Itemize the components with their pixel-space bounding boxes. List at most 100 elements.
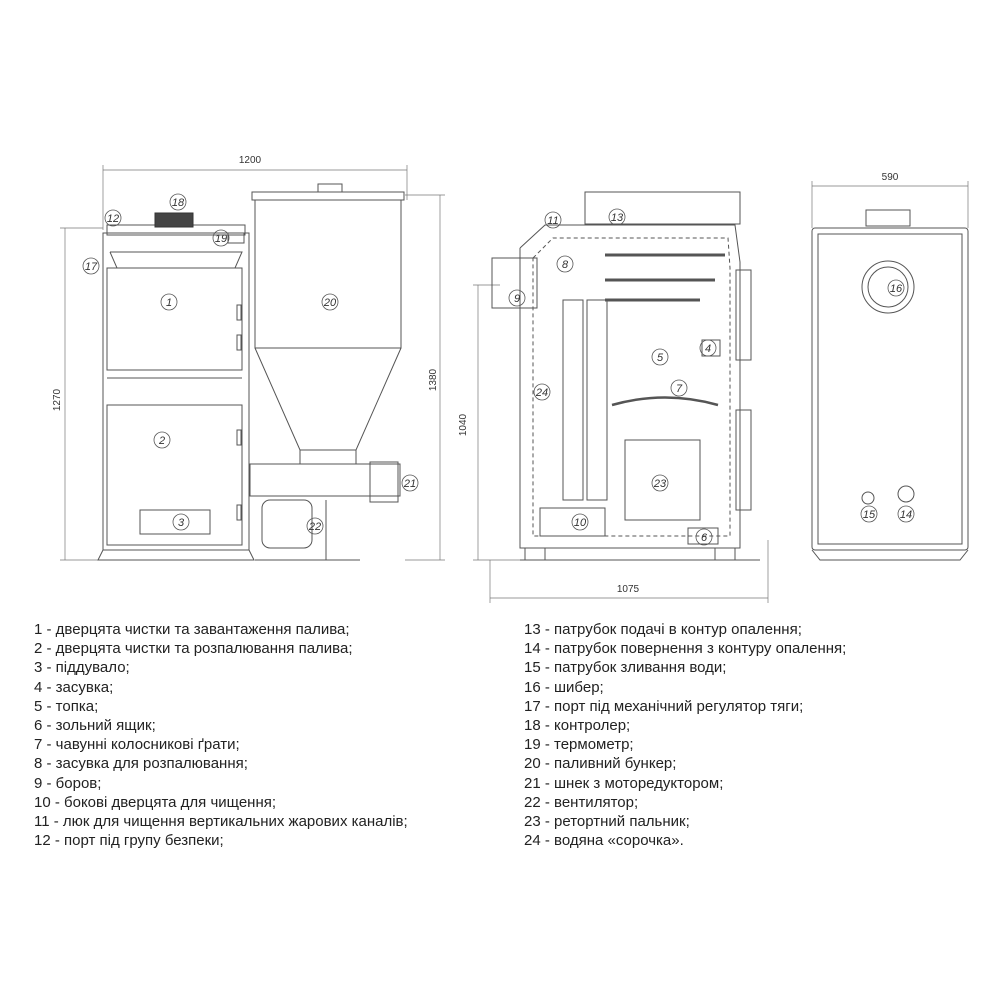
callout-21-circle: [401, 474, 419, 492]
dimension-height-hopper-label: 1380: [428, 368, 439, 391]
callout-1: 1: [166, 297, 172, 309]
burner-housing: [624, 439, 701, 521]
legend-item: 8 - засувка для розпалювання;: [34, 755, 248, 773]
callout-23: 23: [653, 478, 667, 490]
section-outer-shell: [519, 224, 741, 549]
dimension-height-front-label: 1270: [52, 388, 63, 411]
callout-11-circle: [544, 211, 562, 229]
callout-10: 10: [574, 517, 587, 529]
door-1-hinge-lower: [236, 334, 242, 351]
callout-labels: 1 2 3 4 5 6 7 8 9 10 11 12 13 14 15 16 1…: [85, 197, 912, 544]
legend-item: 23 - ретортний пальник;: [524, 813, 690, 831]
legend-item: 13 - патрубок подачі в контур опалення;: [524, 621, 802, 638]
legend-item: 16 - шибер;: [524, 678, 604, 696]
callout-20: 20: [323, 297, 337, 309]
legend-item: 21 - шнек з моторедуктором;: [524, 774, 724, 792]
callout-23-circle: [651, 474, 669, 492]
callout-16-circle: [887, 279, 905, 297]
back-body: [811, 227, 969, 551]
legend-item: 9 - боров;: [34, 774, 102, 792]
legend-right-column: 13 - патрубок подачі в контур опалення; …: [524, 620, 846, 850]
flue-outlet-inner: [867, 266, 909, 308]
door-2-hinge-lower: [236, 504, 242, 521]
callout-7-circle: [670, 379, 688, 397]
dimension-height-section: [473, 284, 525, 561]
callout-5-circle: [651, 348, 669, 366]
legend-item: 4 - засувка;: [34, 678, 114, 696]
callout-13: 13: [611, 212, 624, 224]
dimension-depth-section-label: 1075: [617, 584, 640, 595]
door-1-hinge-upper: [236, 304, 242, 321]
boiler-body: [102, 232, 250, 551]
back-top-port: [865, 209, 911, 227]
hopper-cone: [254, 347, 402, 451]
callout-14: 14: [900, 509, 912, 521]
fan-housing: [261, 499, 313, 549]
callout-15-circle: [860, 505, 878, 523]
controller-box: [154, 212, 194, 228]
hopper-neck: [299, 449, 357, 465]
door-1: [106, 267, 243, 371]
callout-4-circle: [699, 339, 717, 357]
callout-20-circle: [321, 293, 339, 311]
legend-item: 7 - чавунні колосникові ґрати;: [34, 736, 240, 754]
callout-14-circle: [897, 505, 915, 523]
legend-item: 6 - зольний ящик;: [34, 717, 156, 735]
callouts: [82, 193, 915, 546]
vertical-channel-left: [562, 299, 584, 501]
legend-item: 19 - термометр;: [524, 736, 634, 754]
callout-17: 17: [85, 261, 98, 273]
dimension-width-back: [811, 181, 969, 228]
hopper-top-port: [317, 183, 343, 193]
callout-18: 18: [172, 197, 185, 209]
callout-18-circle: [169, 193, 187, 211]
dimension-height-front: [60, 227, 103, 561]
hopper-lid: [251, 191, 405, 201]
callout-12: 12: [107, 213, 119, 225]
callout-8-circle: [556, 255, 574, 273]
back-inner-frame: [817, 233, 963, 545]
legend-left-column: 1 - дверцята чистки та завантаження пали…: [34, 620, 408, 850]
legend-item: 17 - порт під механічний регулятор тяги;: [524, 697, 804, 715]
damper-4: [701, 339, 721, 357]
supply-port: [861, 491, 875, 505]
dimension-width-back-label: 590: [882, 172, 899, 183]
ash-box: [687, 527, 719, 545]
hopper-upper-body: [254, 199, 402, 349]
callout-8: 8: [562, 259, 569, 271]
callout-9-circle: [508, 289, 526, 307]
callout-7: 7: [676, 383, 683, 395]
section-top-box: [584, 191, 741, 225]
section-view: 1040 1075: [458, 191, 769, 603]
legend-item: 12 - порт під групу безпеки;: [34, 832, 224, 850]
callout-19: 19: [215, 233, 227, 245]
callout-3: 3: [178, 517, 185, 529]
ash-door: [139, 509, 211, 535]
dimension-width-total-label: 1200: [239, 155, 262, 166]
boiler-technical-drawing: 1200 1270 1380: [52, 155, 969, 603]
legend-item: 20 - паливний бункер;: [524, 755, 677, 773]
callout-11: 11: [547, 215, 558, 227]
grate: [611, 396, 719, 407]
callout-6-circle: [695, 528, 713, 546]
callout-22-circle: [306, 517, 324, 535]
callout-2-circle: [153, 431, 171, 449]
auger-tube: [249, 463, 401, 497]
back-base: [811, 549, 969, 561]
vertical-channel-right: [586, 299, 608, 501]
callout-16: 16: [890, 283, 903, 295]
callout-22: 22: [308, 521, 321, 533]
callout-9: 9: [514, 293, 520, 305]
dimension-width-total: [102, 165, 408, 230]
callout-10-circle: [571, 513, 589, 531]
callout-12-circle: [104, 209, 122, 227]
flue-pipe: [491, 257, 538, 309]
legend-item: 14 - патрубок повернення з контуру опале…: [524, 640, 847, 658]
callout-4: 4: [705, 343, 711, 355]
return-port: [897, 485, 915, 503]
callout-24-circle: [533, 383, 551, 401]
legend-item: 11 - люк для чищення вертикальних жарови…: [34, 813, 408, 831]
boiler-base: [97, 549, 255, 561]
callout-2: 2: [158, 435, 165, 447]
back-view: 590: [811, 172, 969, 561]
